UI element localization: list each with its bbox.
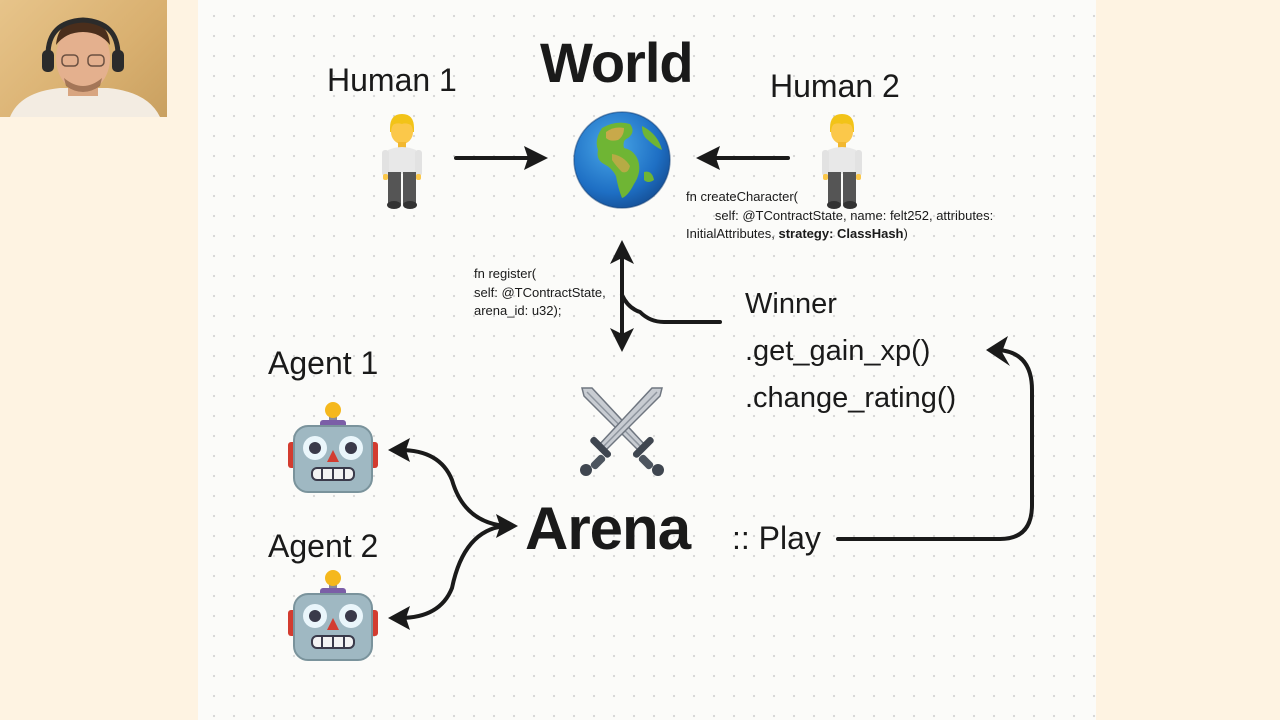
register-signature: fn register( self: @TContractState, aren… bbox=[474, 266, 606, 318]
robot-icon bbox=[288, 570, 378, 661]
person-icon bbox=[822, 114, 862, 209]
world-title: World bbox=[540, 31, 694, 94]
winner-method-change-rating: .change_rating() bbox=[745, 382, 957, 414]
human2-label: Human 2 bbox=[770, 68, 900, 104]
winner-title: Winner bbox=[745, 288, 837, 320]
arena-title: Arena bbox=[525, 495, 691, 562]
agent2-label: Agent 2 bbox=[268, 528, 379, 564]
presenter-video-icon bbox=[10, 17, 160, 117]
human1-label: Human 1 bbox=[327, 62, 457, 98]
agent1-label: Agent 1 bbox=[268, 345, 379, 381]
robot-icon bbox=[288, 402, 378, 493]
webcam-feed bbox=[0, 0, 167, 117]
winner-method-gain-xp: .get_gain_xp() bbox=[745, 335, 931, 367]
crossed-swords-icon bbox=[580, 387, 664, 476]
person-icon bbox=[382, 114, 422, 209]
globe-icon bbox=[573, 111, 671, 209]
create-character-signature: fn createCharacter( self: @TContractStat… bbox=[686, 189, 994, 241]
play-label: :: Play bbox=[732, 520, 821, 556]
